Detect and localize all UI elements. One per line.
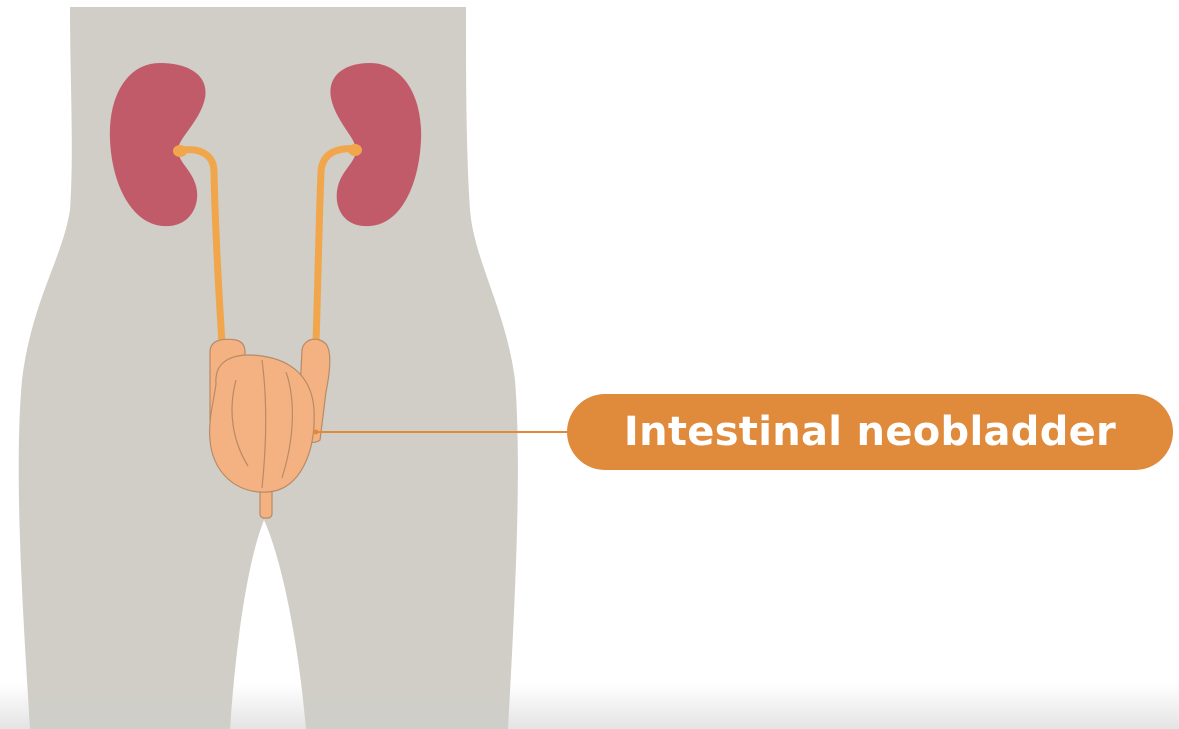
right-ureter-origin	[348, 144, 362, 156]
neobladder-label: Intestinal neobladder	[624, 409, 1116, 455]
neobladder-label-pill: Intestinal neobladder	[567, 394, 1173, 470]
left-ureter-origin	[173, 145, 187, 157]
leader-line-anchor	[314, 430, 319, 435]
